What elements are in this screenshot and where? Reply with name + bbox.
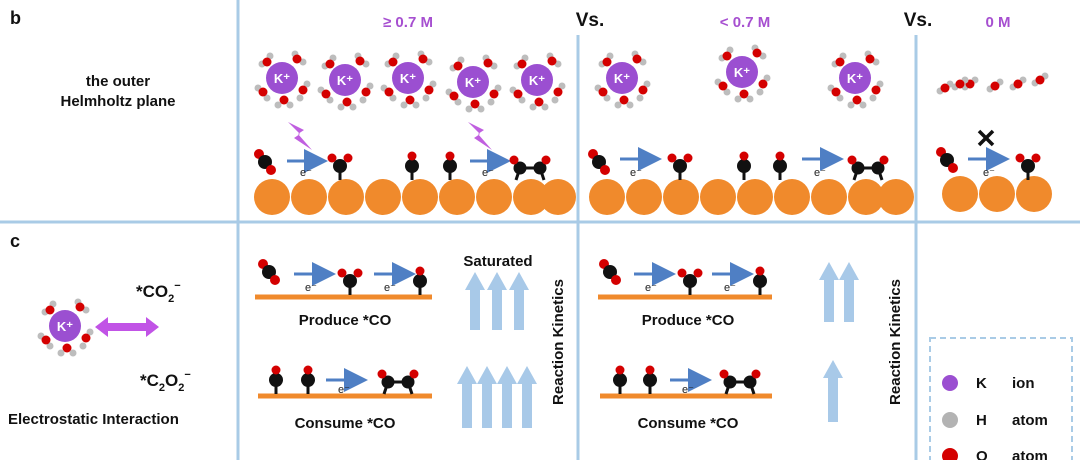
- legend-swatch-k: [942, 375, 958, 391]
- produce-label-high: Produce *CO: [299, 312, 392, 329]
- ion-label: K⁺: [465, 75, 481, 90]
- electron-label: e⁻: [814, 167, 826, 179]
- produce-label-mid: Produce *CO: [642, 312, 735, 329]
- lightning-icon: [288, 122, 492, 150]
- reaction-kinetics-label-1: Reaction Kinetics: [550, 279, 567, 405]
- interaction-arrow: [95, 317, 159, 337]
- electron-label: e⁻: [645, 282, 657, 294]
- legend-item-k: K ion: [942, 375, 1035, 392]
- legend-text-k: ion: [1012, 375, 1035, 392]
- panel-c-label: c: [10, 231, 20, 251]
- row-label-line1: the outer: [86, 73, 150, 90]
- conc-high-label: ≥ 0.7 M: [383, 14, 433, 31]
- legend-swatch-h: [942, 412, 958, 428]
- electron-label: e⁻: [305, 282, 317, 294]
- consume-label-mid: Consume *CO: [638, 415, 739, 432]
- legend-symbol-h: H: [976, 412, 987, 429]
- electron-label: e⁻: [724, 282, 736, 294]
- panel-b-label: b: [10, 8, 21, 28]
- consume-scheme-high: e⁻: [258, 364, 432, 399]
- blocked-x-icon: [977, 129, 995, 147]
- legend: K ion H atom O atom: [929, 337, 1073, 460]
- kinetic-arrows: [457, 262, 859, 428]
- copper-surface-zero: [942, 176, 1052, 212]
- water-row-zero: [936, 72, 1049, 95]
- reaction-kinetics-label-2: Reaction Kinetics: [887, 279, 904, 405]
- legend-text-o: atom: [1012, 448, 1048, 460]
- conc-zero-label: 0 M: [985, 14, 1010, 31]
- legend-swatch-o: [942, 448, 958, 460]
- ion-label: K⁺: [274, 71, 290, 86]
- ion-label: K⁺: [400, 71, 416, 86]
- vs-label-2: Vs.: [904, 10, 933, 31]
- vs-label-1: Vs.: [576, 10, 605, 31]
- electron-label: e⁻: [338, 384, 350, 396]
- k-ion-c: K⁺: [37, 298, 94, 357]
- produce-scheme-mid: e⁻ e⁻: [598, 259, 772, 300]
- legend-item-o: O atom: [942, 448, 1048, 460]
- copper-surface-mid: [589, 179, 914, 215]
- electrostatic-interaction-label: Electrostatic Interaction: [8, 411, 179, 428]
- row-label-line2: Helmholtz plane: [60, 93, 175, 110]
- electron-label: e⁻: [682, 384, 694, 396]
- species-co2: *CO2−: [136, 280, 181, 305]
- copper-surface-high: [254, 179, 576, 215]
- species-c2o2: *C2O2−: [140, 369, 191, 394]
- electron-label: e⁻: [630, 167, 642, 179]
- legend-symbol-k: K: [976, 375, 987, 392]
- ion-label: K⁺: [847, 71, 863, 86]
- ion-label: K⁺: [337, 73, 353, 88]
- legend-item-h: H atom: [942, 412, 1048, 429]
- saturated-label: Saturated: [463, 253, 532, 270]
- conc-mid-label: < 0.7 M: [720, 14, 770, 31]
- electron-label: e⁻: [482, 167, 494, 179]
- electron-label: e⁻: [384, 282, 396, 294]
- adsorbates-high: e⁻ e⁻: [254, 149, 552, 182]
- consume-label-high: Consume *CO: [295, 415, 396, 432]
- adsorbates-zero: e⁻: [936, 129, 1042, 182]
- adsorbates-mid: e⁻ e⁻: [588, 147, 890, 182]
- k-ion-row-mid: K⁺ K⁺ K⁺: [594, 44, 884, 109]
- ion-label: K⁺: [614, 71, 630, 86]
- k-ion-row-high: K⁺ K⁺ K⁺ K⁺ K⁺: [254, 50, 566, 113]
- electron-label: e⁻: [300, 167, 312, 179]
- legend-symbol-o: O: [976, 448, 988, 460]
- electron-label: e⁻: [983, 167, 995, 179]
- ion-label: K⁺: [734, 65, 750, 80]
- consume-scheme-mid: e⁻: [600, 364, 772, 399]
- legend-text-h: atom: [1012, 412, 1048, 429]
- produce-scheme-high: e⁻ e⁻: [255, 259, 432, 300]
- ion-label: K⁺: [529, 73, 545, 88]
- ion-label: K⁺: [57, 319, 73, 334]
